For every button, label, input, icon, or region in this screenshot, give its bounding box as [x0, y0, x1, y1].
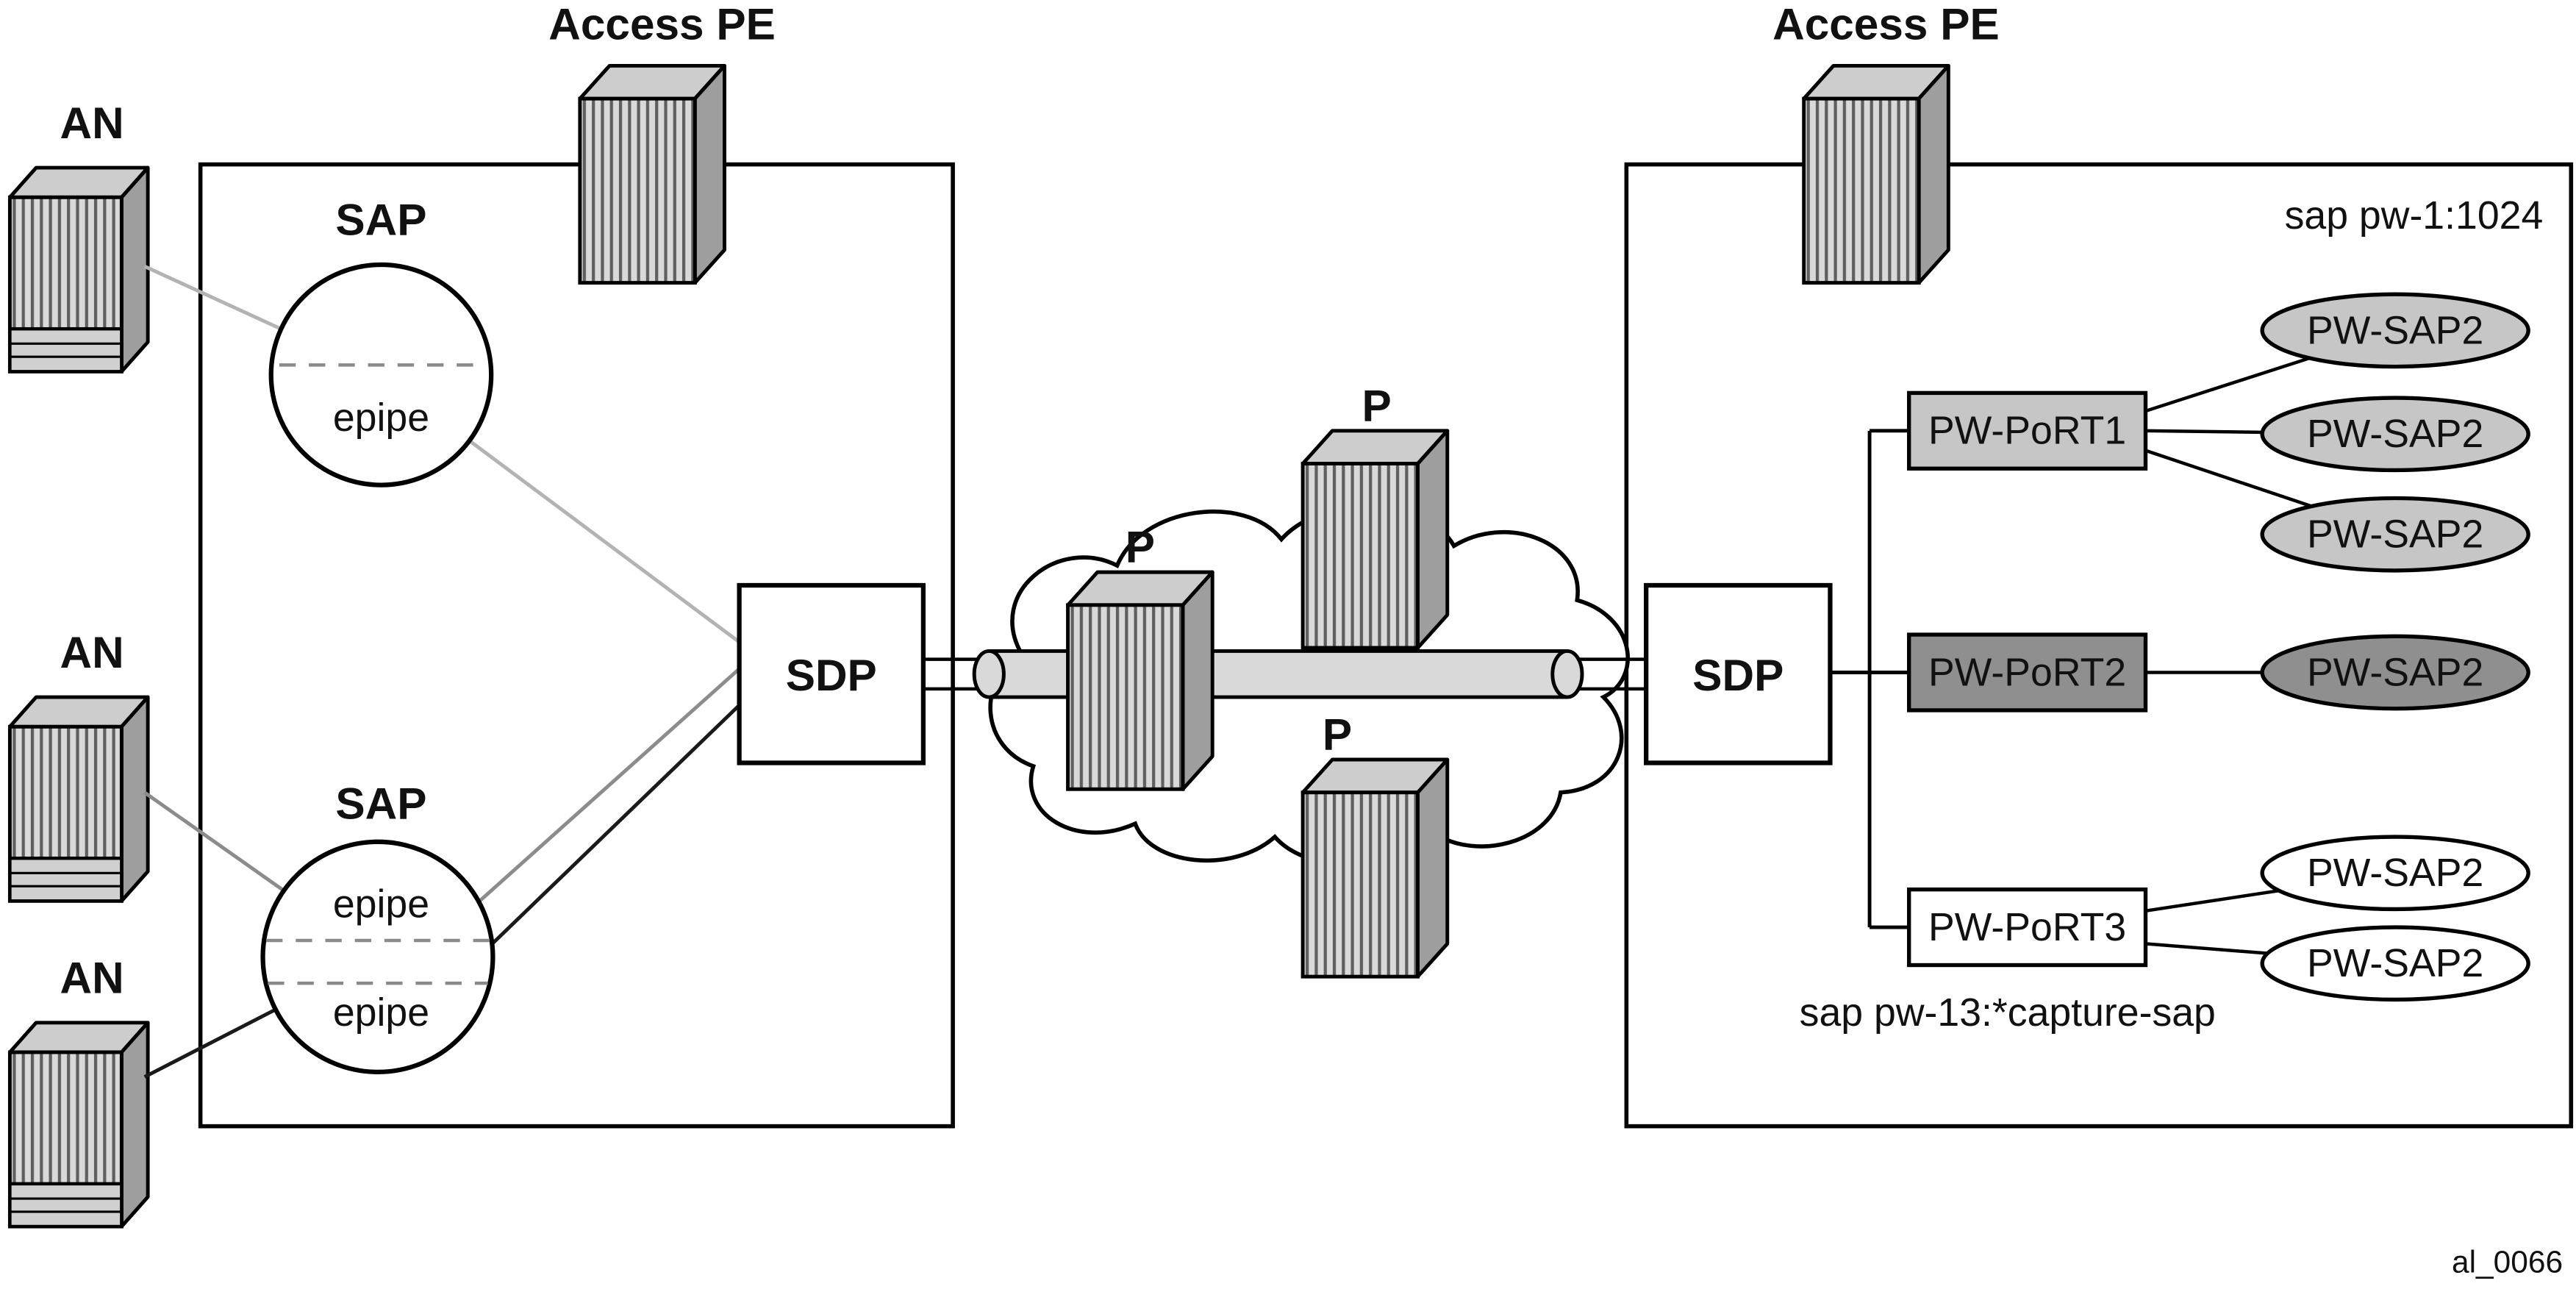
link-sap-bottom-sdp-lower: [460, 700, 744, 975]
an3-label: AN: [60, 953, 124, 1003]
epipe-top-label: epipe: [333, 396, 429, 440]
pw-port1-sap2-ellipse: [2260, 396, 2530, 473]
p-router-top-icon: [1303, 431, 1448, 648]
sap-circle-bottom: [260, 839, 495, 1074]
pw-port1-box: [1907, 390, 2148, 471]
p-router-cloud-icon: [1068, 572, 1213, 789]
access-node-3-icon: [10, 1023, 148, 1226]
pw-port2-sap1-ellipse: [2260, 634, 2530, 711]
pw-port3-box: [1907, 887, 2148, 968]
access-node-1-icon: [10, 168, 148, 371]
sdp-left-label: SDP: [786, 650, 877, 700]
pw-port1-label: PW-PoRT1: [1928, 409, 2126, 453]
pw-port3-label: PW-PoRT3: [1928, 905, 2126, 949]
p-top-label: P: [1362, 380, 1392, 430]
pw-port1-sap1-label: PW-SAP2: [2307, 308, 2483, 352]
pw-port3-sap2-label: PW-SAP2: [2307, 941, 2483, 985]
pe-router-right-icon: [1804, 65, 1949, 282]
p-router-bottom-icon: [1303, 760, 1448, 976]
sap-top-label: SAP: [335, 195, 426, 245]
p-cloud-label: P: [1126, 522, 1155, 572]
pw-port3-sap2-ellipse: [2260, 925, 2530, 1002]
pipe-cap-right: [1550, 649, 1584, 699]
epipe-bottom-lower-label: epipe: [333, 990, 429, 1035]
link-sap-bottom-sdp-upper: [463, 664, 744, 916]
an1-label: AN: [60, 98, 124, 148]
left-pe-title: Access PE: [548, 0, 776, 49]
sdp-right-box: [1644, 582, 1833, 765]
pw-port2-sap1-label: PW-SAP2: [2307, 650, 2483, 694]
pw-port2-box: [1907, 632, 2148, 713]
sap-note-top: sap pw-1:1024: [2285, 193, 2544, 238]
access-node-2-icon: [10, 697, 148, 901]
sap-note-bottom: sap pw-13:*capture-sap: [1800, 990, 2216, 1035]
pw-port1-sap1-ellipse: [2260, 292, 2530, 369]
pw-port1-sap3-ellipse: [2260, 496, 2530, 573]
pw-port1-sap3-label: PW-SAP2: [2307, 513, 2483, 557]
pw-port3-sap1-label: PW-SAP2: [2307, 851, 2483, 895]
pipe-cap-left: [972, 649, 1006, 699]
pe-router-left-icon: [580, 65, 725, 282]
an2-label: AN: [60, 627, 124, 677]
sdp-left-box: [737, 582, 926, 765]
sap-circle-top: [268, 262, 494, 488]
epipe-bottom-upper-label: epipe: [333, 882, 429, 926]
pw-port3-sap1-ellipse: [2260, 835, 2530, 912]
right-pe-title: Access PE: [1772, 0, 2000, 49]
sdp-right-label: SDP: [1692, 650, 1783, 700]
sap-bottom-label: SAP: [335, 778, 426, 828]
pw-port2-label: PW-PoRT2: [1928, 650, 2126, 694]
pw-port1-sap2-label: PW-SAP2: [2307, 412, 2483, 456]
figure-id: al_0066: [2452, 1245, 2563, 1279]
p-bottom-label: P: [1323, 710, 1352, 760]
sdp-tunnel-pipe: [920, 649, 1650, 699]
